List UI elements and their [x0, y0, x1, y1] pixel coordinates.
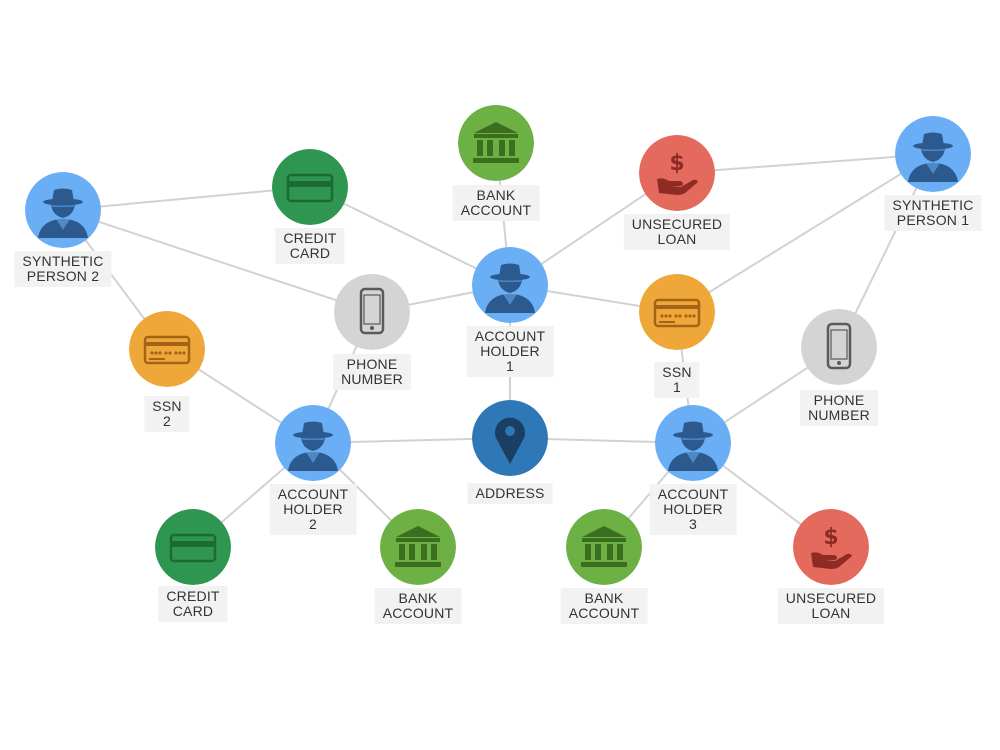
loan-node-circle: $	[793, 509, 869, 585]
node-label: PHONE NUMBER	[800, 390, 878, 426]
bank-icon	[566, 509, 642, 585]
phone-node-circle	[334, 274, 410, 350]
svg-text:$: $	[669, 151, 684, 176]
spy-icon	[895, 116, 971, 192]
ssn-node-circle	[639, 274, 715, 350]
edge-synthetic-person-1-to-ssn-1	[676, 153, 934, 313]
person-node-circle	[655, 405, 731, 481]
dollar-hand-icon: $	[639, 135, 715, 211]
person-node-circle	[275, 405, 351, 481]
spy-icon	[25, 172, 101, 248]
credit-card-icon	[155, 509, 231, 585]
node-label: BANK ACCOUNT	[560, 588, 648, 624]
node-label: PHONE NUMBER	[333, 354, 411, 390]
phone-icon	[334, 274, 410, 350]
person-node-circle	[472, 247, 548, 323]
node-label: UNSECURED LOAN	[777, 588, 885, 624]
edge-unsecured-loan-top-to-synthetic-person-1	[676, 153, 934, 174]
bank-node-circle	[458, 105, 534, 181]
ssn-node-circle	[129, 311, 205, 387]
location-pin-icon	[472, 400, 548, 476]
node-label: ACCOUNT HOLDER 3	[649, 484, 737, 535]
node-label: UNSECURED LOAN	[623, 214, 731, 250]
spy-icon	[275, 405, 351, 481]
credit-card-node-circle	[155, 509, 231, 585]
ssn-card-icon	[129, 311, 205, 387]
ssn-card-icon	[639, 274, 715, 350]
credit-card-icon	[272, 149, 348, 225]
edge-synthetic-person-2-to-credit-card-top	[62, 186, 311, 211]
node-label: SYNTHETIC PERSON 1	[884, 195, 982, 231]
bank-icon	[380, 509, 456, 585]
bank-node-circle	[566, 509, 642, 585]
node-label: SSN 1	[654, 362, 700, 398]
spy-icon	[655, 405, 731, 481]
svg-text:$: $	[823, 525, 838, 550]
edge-synthetic-person-2-to-phone-number-left	[62, 209, 373, 313]
node-label: ACCOUNT HOLDER 2	[269, 484, 357, 535]
dollar-hand-icon: $	[793, 509, 869, 585]
node-label: SSN 2	[144, 396, 190, 432]
node-label: CREDIT CARD	[275, 228, 345, 264]
node-label: ACCOUNT HOLDER 1	[466, 326, 554, 377]
node-label: BANK ACCOUNT	[452, 185, 540, 221]
person-node-circle	[25, 172, 101, 248]
credit-card-node-circle	[272, 149, 348, 225]
spy-icon	[472, 247, 548, 323]
person-node-circle	[895, 116, 971, 192]
bank-node-circle	[380, 509, 456, 585]
phone-icon	[801, 309, 877, 385]
loan-node-circle: $	[639, 135, 715, 211]
node-label: ADDRESS	[467, 483, 553, 504]
address-node-circle	[472, 400, 548, 476]
node-label: CREDIT CARD	[158, 586, 228, 622]
node-label: SYNTHETIC PERSON 2	[14, 251, 112, 287]
node-label: BANK ACCOUNT	[374, 588, 462, 624]
phone-node-circle	[801, 309, 877, 385]
bank-icon	[458, 105, 534, 181]
